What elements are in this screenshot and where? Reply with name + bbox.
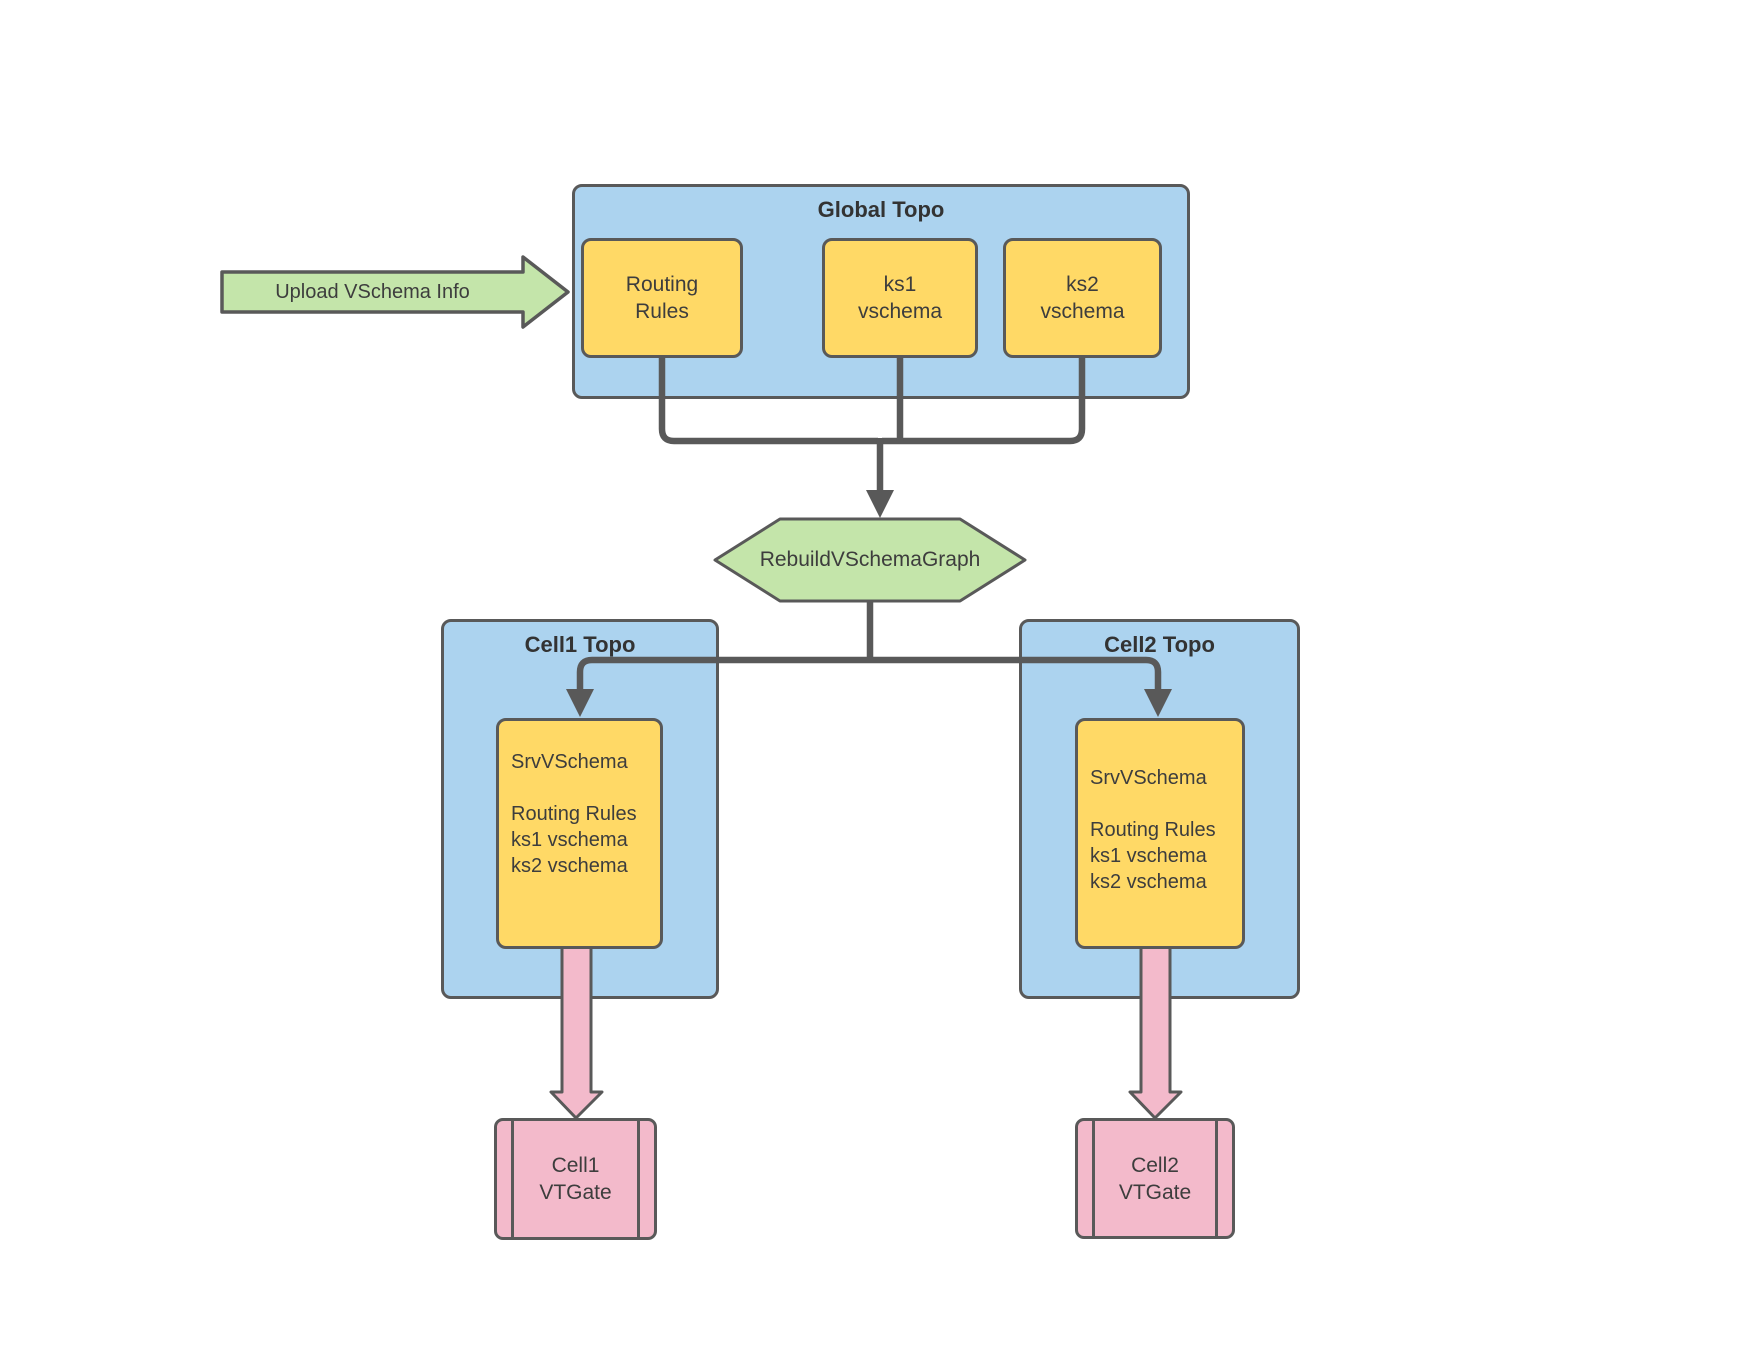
upload-vschema-arrow-label: Upload VSchema Info	[275, 280, 470, 303]
cell2-vtgate-stripe-right	[1215, 1121, 1218, 1236]
cell1-vtgate-stripe-right	[637, 1121, 640, 1237]
node-cell1-srvvschema: SrvVSchema Routing Rules ks1 vschema ks2…	[496, 718, 663, 949]
connector-to-cell2	[870, 656, 1162, 692]
connector-routing-rules-branch	[658, 355, 878, 445]
connector-ks2-branch	[882, 355, 1086, 445]
cell1-vtgate-node: Cell1 VTGate	[494, 1118, 657, 1240]
node-ks1-vschema: ks1 vschema	[822, 238, 978, 358]
cell1-vtgate-arrow	[549, 945, 604, 1120]
node-cell2-srvvschema: SrvVSchema Routing Rules ks1 vschema ks2…	[1075, 718, 1245, 949]
cell2-vtgate-node: Cell2 VTGate	[1075, 1118, 1235, 1239]
cell2-vtgate-stripe-left	[1092, 1121, 1095, 1236]
rebuild-vschemagraph-label: RebuildVSchemaGraph	[759, 548, 981, 571]
arrowhead-into-cell2-srv	[1144, 689, 1172, 717]
node-ks2-vschema: ks2 vschema	[1003, 238, 1162, 358]
cell2-vtgate-label: Cell2 VTGate	[1118, 1153, 1192, 1204]
node-routing-rules: Routing Rules	[581, 238, 743, 358]
connector-to-cell1	[576, 656, 870, 692]
cell1-vtgate-stripe-left	[511, 1121, 514, 1237]
cell2-vtgate-arrow	[1128, 945, 1183, 1120]
arrowhead-into-cell1-srv	[566, 689, 594, 717]
upload-vschema-arrow	[220, 255, 570, 329]
cell1-topo-title: Cell1 Topo	[524, 632, 636, 657]
cell1-vtgate-label: Cell1 VTGate	[539, 1154, 612, 1204]
cell2-topo-title: Cell2 Topo	[1104, 632, 1215, 657]
global-topo-title: Global Topo	[817, 197, 945, 222]
arrowhead-into-rebuild	[866, 490, 894, 518]
rebuild-vschemagraph-hexagon	[713, 517, 1027, 603]
